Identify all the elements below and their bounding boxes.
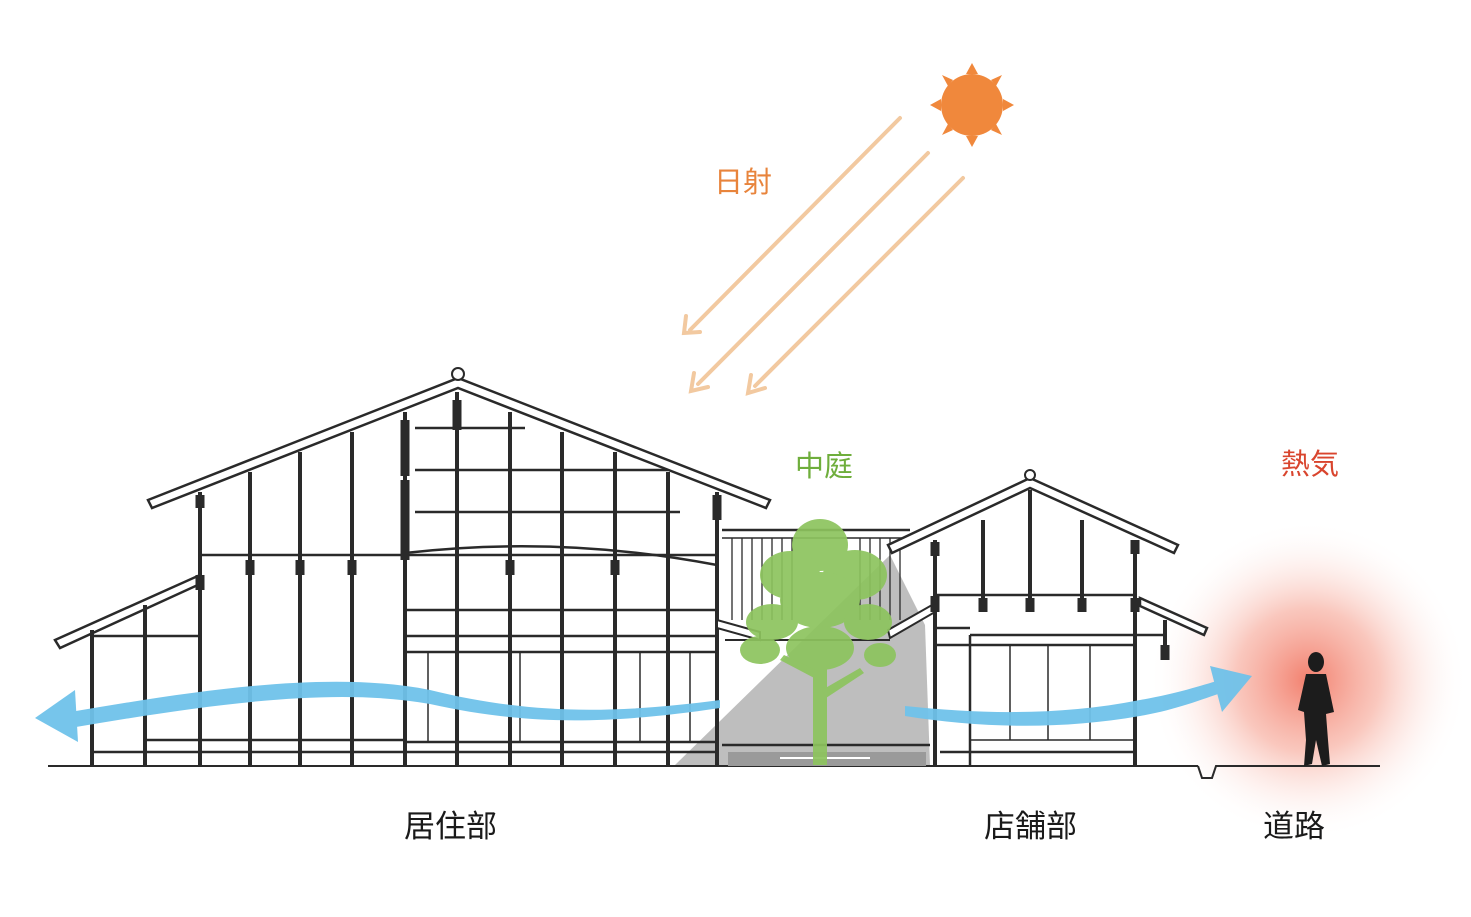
residence-label: 居住部 [404, 809, 497, 845]
residence-building [53, 367, 772, 766]
person-icon [1298, 652, 1334, 766]
shop-building [886, 469, 1209, 766]
sun-ray-arrow-icon [681, 116, 965, 396]
sunlight-label: 日射 [714, 165, 773, 199]
courtyard-label: 中庭 [795, 449, 854, 483]
sun-icon [930, 63, 1014, 147]
heat-label: 熱気 [1281, 447, 1340, 481]
tree-icon [740, 519, 896, 765]
wind-arrow-icon [35, 666, 1252, 742]
street-label: 道路 [1263, 809, 1325, 845]
ground-line [48, 765, 1380, 779]
shop-label: 店舗部 [984, 809, 1077, 845]
